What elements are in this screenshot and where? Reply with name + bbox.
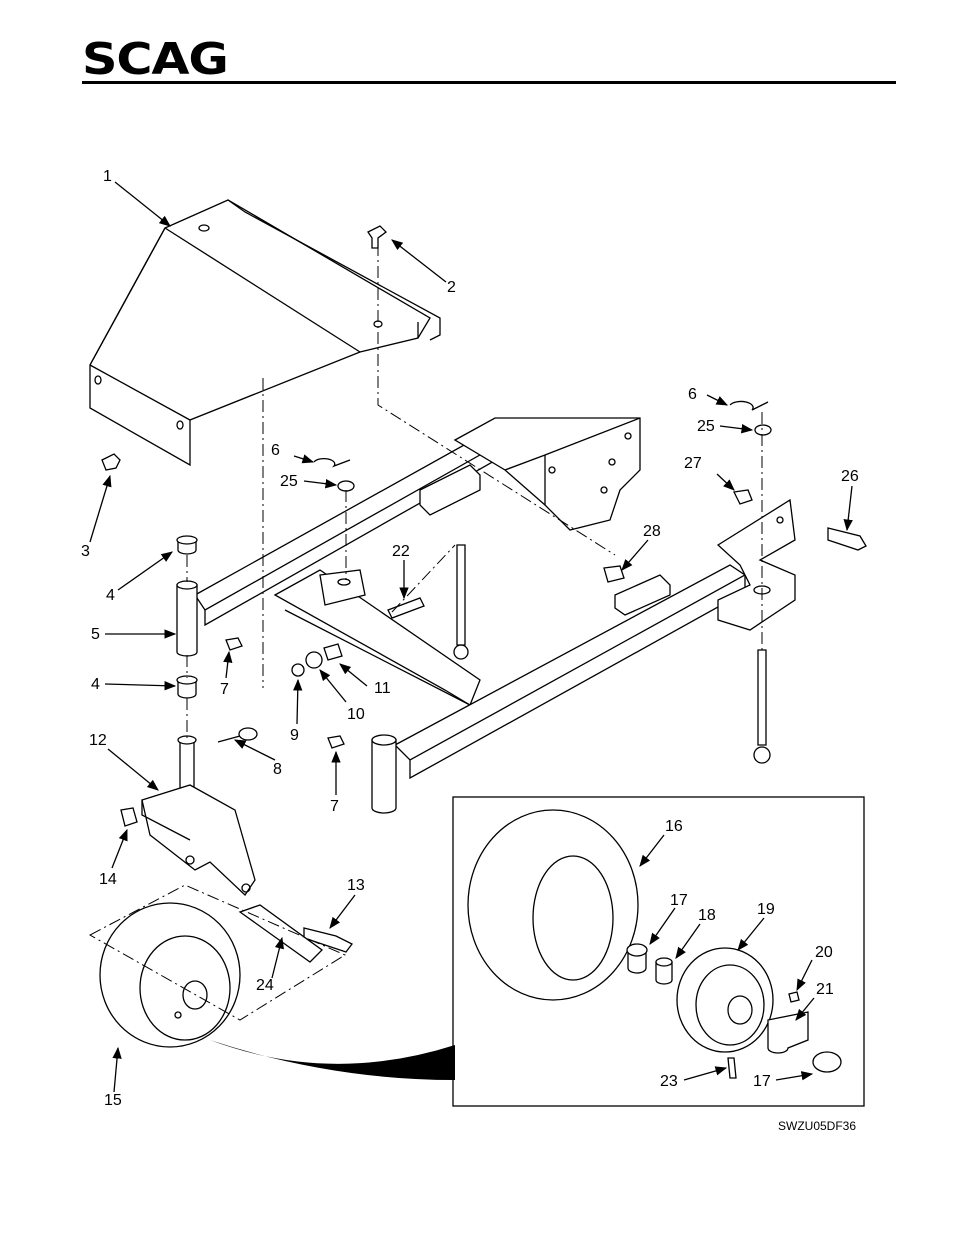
callout-9: 9 (290, 727, 299, 744)
callout-20: 20 (815, 944, 833, 961)
callout-2: 2 (447, 279, 456, 296)
callout-4-upper: 4 (106, 587, 115, 604)
callout-19: 19 (757, 901, 775, 918)
wheel-detail-inset (452, 796, 865, 1107)
callout-24: 24 (256, 977, 274, 994)
callout-17-lower: 17 (753, 1073, 771, 1090)
callout-18: 18 (698, 907, 716, 924)
callout-27: 27 (684, 455, 702, 472)
callout-22: 22 (392, 543, 410, 560)
callout-17-upper: 17 (670, 892, 688, 909)
callout-4-lower: 4 (91, 676, 100, 693)
caster-wheel (88, 884, 455, 1080)
callout-7-left: 7 (220, 681, 229, 698)
callout-23: 23 (660, 1073, 678, 1090)
callout-3: 3 (81, 543, 90, 560)
callout-1: 1 (103, 168, 112, 185)
callout-7-right: 7 (330, 798, 339, 815)
callout-labels: 1 2 3 4 4 5 6 6 7 7 8 9 10 11 12 13 14 1… (81, 168, 859, 1133)
callout-6-left: 6 (271, 442, 280, 459)
callout-28: 28 (643, 523, 661, 540)
callout-11: 11 (374, 680, 391, 697)
callout-21: 21 (816, 981, 834, 998)
drawing-code: SWZU05DF36 (778, 1119, 856, 1133)
caster-frame (194, 417, 796, 814)
callout-12: 12 (89, 732, 107, 749)
callout-13: 13 (347, 877, 365, 894)
leader-lines (89, 181, 853, 1093)
height-adjust-pins (453, 544, 771, 764)
assembly-lines (186, 244, 763, 738)
callout-15: 15 (104, 1092, 122, 1109)
deflector-shield (89, 199, 441, 467)
header-rule (82, 81, 896, 84)
callout-8: 8 (273, 761, 282, 778)
callout-6-right: 6 (688, 386, 697, 403)
caster-spindle-assembly (141, 535, 256, 897)
hardware (101, 225, 867, 963)
callout-25-right: 25 (697, 418, 715, 435)
callout-25-left: 25 (280, 473, 298, 490)
callout-16: 16 (665, 818, 683, 835)
brand-logo: SCAG (82, 34, 229, 85)
callout-26: 26 (841, 468, 859, 485)
callout-14: 14 (99, 871, 117, 888)
callout-10: 10 (347, 706, 365, 723)
callout-5: 5 (91, 626, 100, 643)
